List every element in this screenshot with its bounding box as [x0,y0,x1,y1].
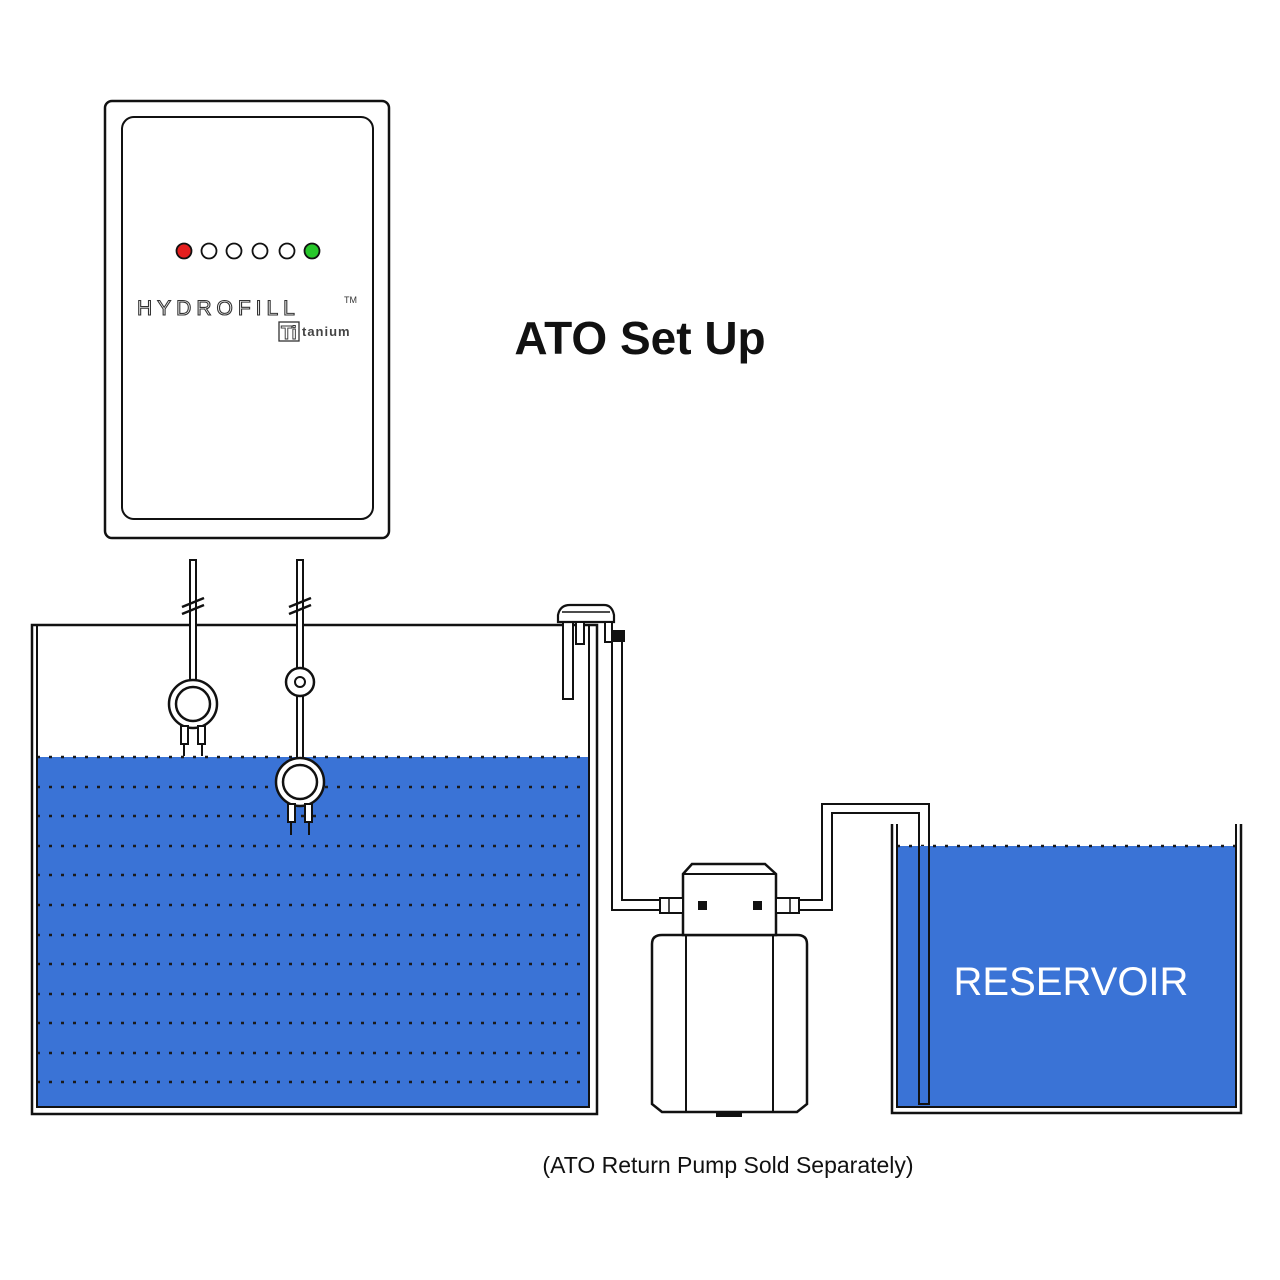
series-suffix: tanium [302,324,351,339]
main-tank [30,623,599,1116]
tube-break-symbol [181,596,312,616]
series-badge: Ti [281,323,297,343]
reservoir-water [897,846,1236,1107]
tank-clip [556,603,625,700]
led-off [251,242,269,260]
float-sensor [274,756,326,835]
led-off [225,242,243,260]
brand-logo: HYDROFILL [137,297,300,320]
trademark-mark: TM [344,295,357,305]
led-off [278,242,296,260]
series-badge-box [278,321,300,342]
optical-sensor [284,666,316,698]
caption: (ATO Return Pump Sold Separately) [542,1152,913,1178]
led-row [175,242,321,260]
reservoir-label: RESERVOIR [954,960,1189,1004]
led-off [200,242,218,260]
float-sensor [167,678,219,756]
led-green [303,242,321,260]
diagram-title: ATO Set Up [514,312,765,364]
reservoir-tank: RESERVOIR [890,824,1243,1115]
led-red [175,242,193,260]
controller-unit: HYDROFILL TM Ti tanium [103,99,391,540]
ato-pump [650,862,809,1117]
return-tubing [611,642,662,911]
